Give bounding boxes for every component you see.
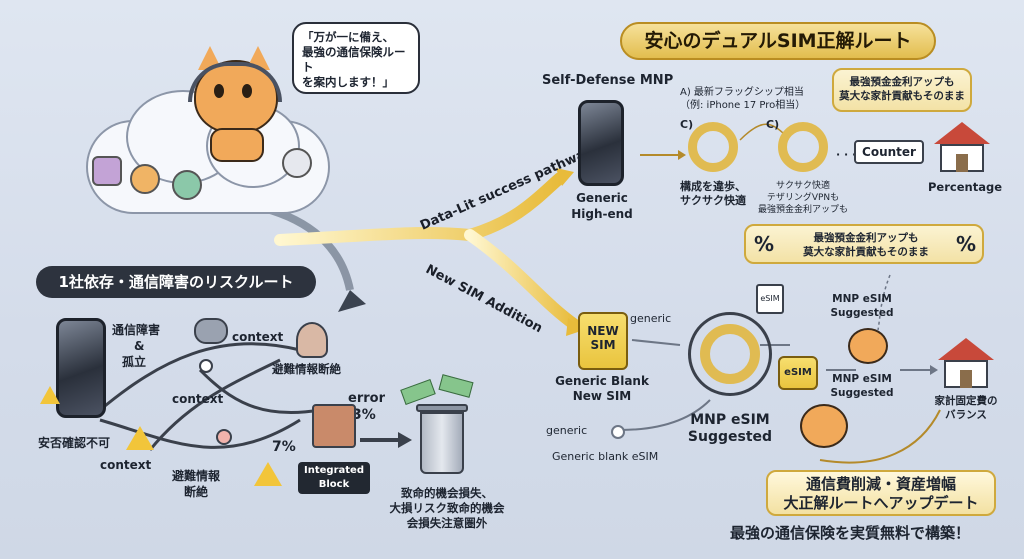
generic-top: generic (630, 312, 672, 325)
context-c: context (100, 458, 152, 472)
house-icon (934, 122, 990, 174)
ring1-tag: C) (680, 118, 694, 131)
house-icon (938, 338, 994, 390)
performance-ring (688, 122, 738, 172)
evac-cut: 避難情報断絶 (272, 362, 341, 376)
percent-icon: % (754, 232, 775, 256)
ring2-tag: C) (766, 118, 780, 131)
cat-operator-icon (800, 404, 848, 448)
badge-icon (172, 170, 202, 200)
badge-icon (282, 148, 312, 178)
down-arrow (338, 290, 366, 312)
model-note: A) 最新フラッグシップ相当 （例: iPhone 17 Pro相当） (680, 87, 806, 111)
top-title: 安心のデュアルSIM正解ルート (620, 22, 936, 60)
sim-caption: Generic Blank New SIM (555, 374, 649, 403)
phone-caption: Generic High-end (571, 191, 633, 221)
generic-esim-label: Generic blank eSIM (552, 450, 659, 463)
final-banner: 通信費削減・資産増幅 大正解ルートへアップデート (766, 470, 996, 516)
lower-golden-path (464, 229, 581, 331)
percent-icon: % (956, 232, 977, 256)
ellipsis: · · · (836, 148, 857, 161)
esim-chip-small: eSIM (756, 284, 784, 314)
network-node (199, 359, 213, 373)
safety-unknown: 安否確認不可 (38, 436, 111, 450)
esim-chip: eSIM (778, 356, 818, 390)
outage-label: 通信障害 & 孤立 (112, 323, 161, 369)
cat-operator-icon (848, 328, 888, 364)
network-node (216, 429, 232, 445)
badge-icon (92, 156, 122, 186)
error-label: error (348, 391, 385, 406)
house-label: Percentage (928, 180, 1002, 194)
high-end-phone (578, 100, 624, 186)
integrated-block-label: Integrated Block (298, 462, 370, 494)
error-pct: 3% (352, 407, 376, 423)
mnp-title: Self-Defense MNP (542, 73, 674, 88)
alert-triangle-icon (40, 386, 60, 404)
ring1-caption: 構成を違歩、 サクサク快適 (680, 180, 746, 207)
isolated-phone (56, 318, 106, 418)
house-caption: 家計固定費の バランス (934, 395, 998, 421)
alert-triangle-icon (126, 426, 154, 450)
trash-can-icon (416, 404, 468, 474)
locked-person-icon (296, 322, 328, 358)
right-mid-caption: MNP eSIM Suggested (830, 373, 894, 399)
badge-icon (130, 164, 160, 194)
context-b: context (172, 392, 224, 406)
bottom-benefit-note: % 最強預金金利アップも 莫大な家計貢献もそのまま % (744, 224, 984, 264)
context-a: context (232, 330, 284, 344)
right-top-caption: MNP eSIM Suggested (830, 293, 894, 319)
evac-info: 避難情報 断絶 (171, 469, 220, 499)
top-benefit-note: 最強預金金利アップも 莫大な家計貢献もそのまま (832, 68, 972, 112)
pct7: 7% (272, 439, 296, 455)
loss-caption: 致命的機会損失、 大損リスク致命的機会 会損失注意圏外 (389, 486, 505, 530)
bottom-banner: 最強の通信保険を実質無料で構築！ (730, 524, 971, 542)
storm-cloud-icon (194, 318, 228, 344)
mascot-speech-bubble: 「万が一に備え、 最強の通信保険ルート を案内します！」 (292, 22, 420, 94)
risk-title: 1社依存・通信障害のリスクルート (36, 266, 316, 298)
counter-box: Counter (854, 140, 924, 164)
new-sim-card: NEW SIM (578, 312, 628, 370)
alert-triangle-icon (254, 462, 282, 486)
generic-bottom: generic (546, 424, 588, 437)
esim-ring-outer (688, 312, 772, 396)
esim-ring-inner (700, 324, 760, 384)
broken-block-icon (312, 404, 356, 448)
upper-arrowhead (556, 168, 574, 186)
tethering-ring (778, 122, 828, 172)
main-esim-caption: MNP eSIM Suggested (687, 412, 773, 445)
mascot-cat (180, 40, 290, 162)
ring2-caption: サクサク快適 テザリングVPNも 最強預金金利アップも (757, 181, 848, 215)
